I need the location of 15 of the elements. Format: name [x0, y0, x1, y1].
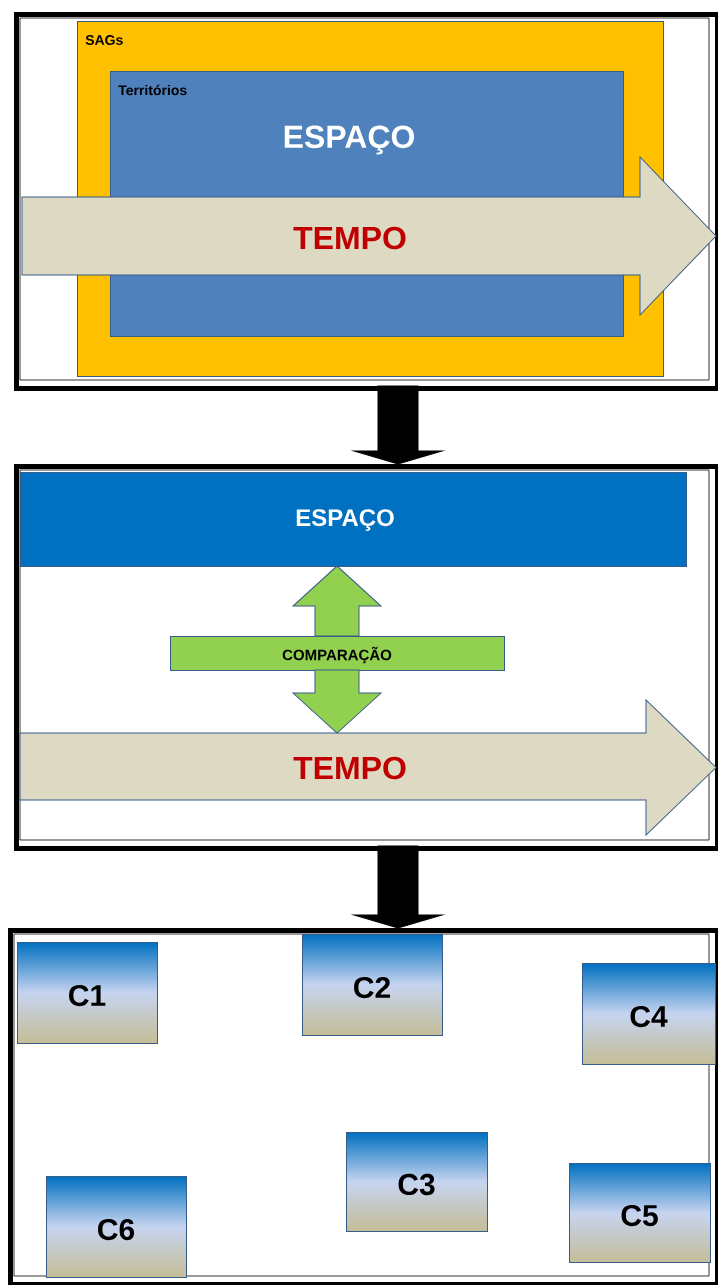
panel-frame — [14, 12, 718, 391]
block-arrow — [292, 565, 382, 637]
gradient-box: C2 — [302, 934, 443, 1036]
comparison-bar: COMPARAÇÃO — [170, 636, 505, 671]
block-arrow — [353, 385, 443, 465]
gradient-box: C6 — [46, 1176, 187, 1278]
banner-bar: ESPAÇO — [20, 472, 687, 567]
gradient-box: C5 — [569, 1163, 711, 1263]
panel-frame — [14, 464, 718, 851]
panel-frame — [8, 928, 718, 1285]
gradient-box: C1 — [17, 942, 158, 1044]
gradient-box: C3 — [346, 1132, 488, 1232]
gradient-box: C4 — [582, 963, 716, 1065]
block-arrow — [292, 669, 382, 734]
block-arrow — [353, 845, 443, 929]
